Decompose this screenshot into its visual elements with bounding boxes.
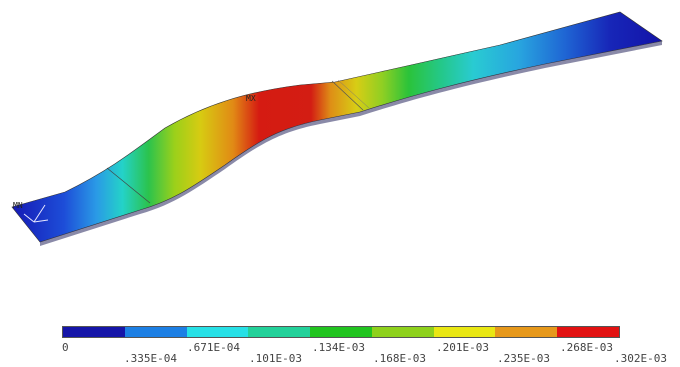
legend-label-lower: .302E-03 xyxy=(614,352,667,365)
legend-swatch xyxy=(310,327,372,337)
legend-label-lower: .335E-04 xyxy=(124,352,177,365)
model-viewport[interactable]: MX MN xyxy=(0,0,680,300)
legend-label-lower: .168E-03 xyxy=(373,352,426,365)
legend-swatch xyxy=(371,327,434,337)
legend-label-upper: .671E-04 xyxy=(187,341,240,354)
coordinate-triad-icon xyxy=(23,204,49,223)
legend-label-upper: .268E-03 xyxy=(560,341,613,354)
legend-label-upper: 0 xyxy=(62,341,69,354)
strip-top-surface xyxy=(11,11,663,243)
legend-label-upper: .134E-03 xyxy=(312,341,365,354)
legend-label-lower: .235E-03 xyxy=(497,352,550,365)
legend-swatch xyxy=(495,327,558,337)
legend-swatch xyxy=(433,327,496,337)
contour-legend: 0 .671E-04 .134E-03 .201E-03 .268E-03 .3… xyxy=(0,318,680,367)
node-label-mn: MN xyxy=(13,201,23,210)
seam-line-left xyxy=(106,167,151,204)
deformed-strip-plot xyxy=(11,11,663,246)
legend-swatch xyxy=(557,327,620,337)
node-label-mx: MX xyxy=(246,94,256,103)
seam-line-right-2 xyxy=(337,79,370,109)
legend-swatch xyxy=(186,327,249,337)
legend-label-upper: .201E-03 xyxy=(436,341,489,354)
legend-color-bar xyxy=(62,326,620,338)
legend-label-lower: .101E-03 xyxy=(249,352,302,365)
strip-front-edge xyxy=(40,41,662,246)
seam-line-right xyxy=(331,80,364,111)
legend-swatch xyxy=(248,327,311,337)
legend-swatch xyxy=(124,327,187,337)
legend-swatch xyxy=(63,327,125,337)
